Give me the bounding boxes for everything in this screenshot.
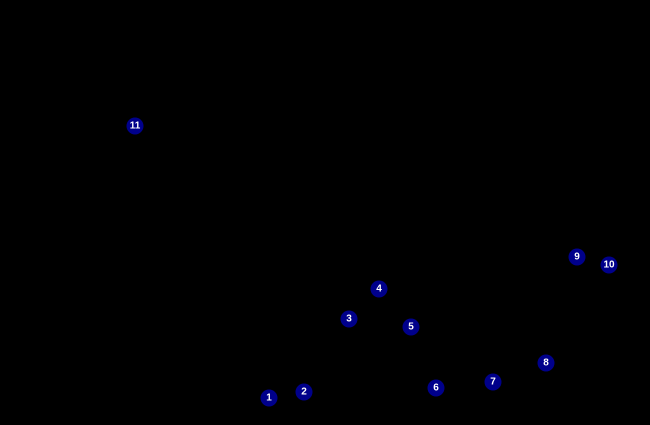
map-marker-7[interactable]: 7	[484, 373, 502, 391]
map-marker-6[interactable]: 6	[427, 379, 445, 397]
map-marker-1[interactable]: 1	[260, 389, 278, 407]
map-marker-10[interactable]: 10	[600, 256, 618, 274]
map-marker-8[interactable]: 8	[537, 354, 555, 372]
map-marker-5[interactable]: 5	[402, 318, 420, 336]
map-marker-4[interactable]: 4	[370, 280, 388, 298]
map-marker-2[interactable]: 2	[295, 383, 313, 401]
map-marker-3[interactable]: 3	[340, 310, 358, 328]
map-marker-9[interactable]: 9	[568, 248, 586, 266]
map-marker-11[interactable]: 11	[126, 117, 144, 135]
